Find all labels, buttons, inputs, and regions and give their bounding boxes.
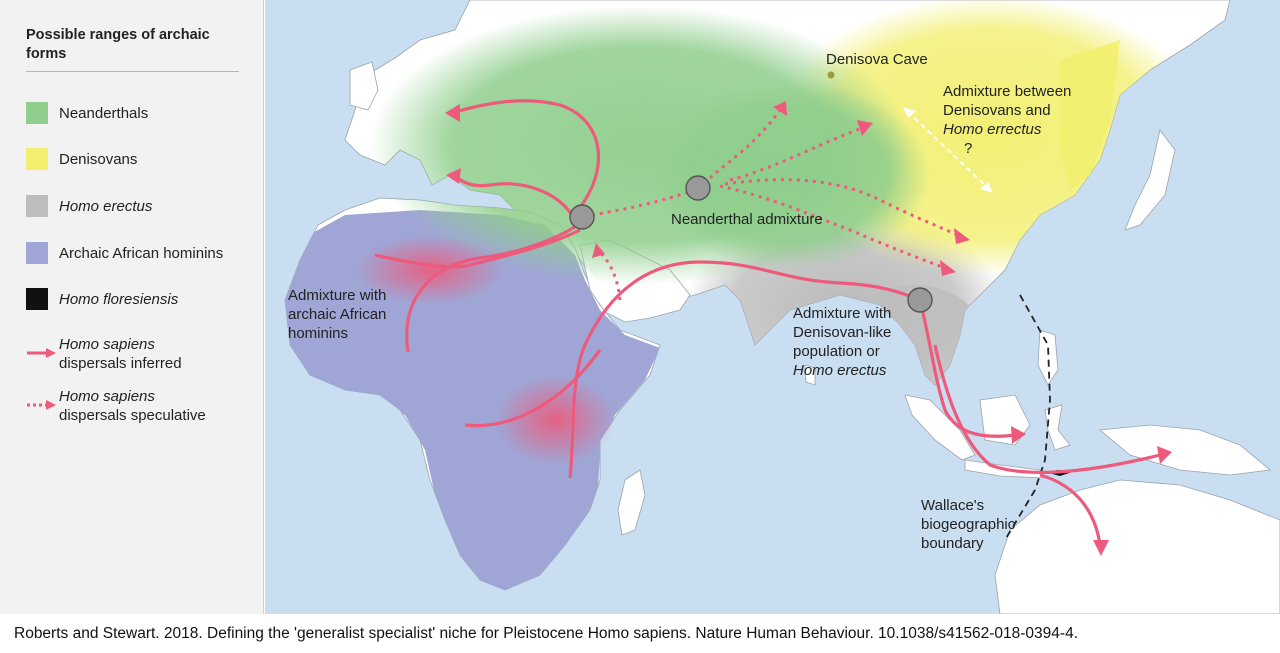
homo-floresiensis-swatch: [26, 288, 48, 310]
label-admix-denilike-3: population or: [793, 343, 880, 360]
arrowhead-australia: [1093, 540, 1109, 556]
dispersal-glow-sahara: [355, 235, 505, 305]
admixture-neanderthal: [685, 175, 711, 201]
label-admix-denilike-1: Admixture with: [793, 305, 891, 322]
label-admix-african-1: Admixture with: [288, 287, 386, 304]
denisova-cave-label: Denisova Cave: [826, 51, 928, 68]
dispersal-med: [454, 174, 574, 216]
denisovan-range-east: [1060, 40, 1120, 190]
label-wallace-3: boundary: [921, 535, 984, 552]
legend-divider: [26, 71, 239, 72]
archaic-african-swatch: [26, 242, 48, 264]
legend-item-neanderthals: Neanderthals: [26, 102, 260, 142]
arrowheads-inferred: [445, 104, 1172, 556]
label-admix-african-3: hominins: [288, 325, 348, 342]
solid-arrow-icon: [27, 348, 56, 358]
australia-landmass: [994, 479, 1280, 614]
neanderthal-range-east: [650, 80, 930, 270]
legend-label-wrap: Homo sapiens dispersals inferred: [59, 335, 182, 373]
label-admix-deni-4: ?: [964, 140, 972, 157]
label-admix-deni-3: Homo errectus: [943, 121, 1042, 138]
new-guinea-landmass: [1099, 424, 1271, 476]
label-admix-denilike-2: Denisovan-like: [793, 324, 891, 341]
archaic-african-range: [285, 210, 660, 590]
legend-label-italic: Homo sapiens: [59, 388, 155, 405]
sulawesi-landmass: [1044, 404, 1071, 451]
legend-label: dispersals inferred: [59, 355, 182, 372]
spec-northeast: [729, 126, 863, 182]
spec-southeast: [719, 184, 946, 270]
legend-label: dispersals speculative: [59, 407, 206, 424]
dispersal-east-africa-west: [464, 349, 602, 428]
label-admix-african-2: archaic African: [288, 306, 386, 323]
dispersal-sea-2: [933, 344, 1161, 475]
spec-levant-west: [591, 188, 696, 217]
figure-caption: Roberts and Stewart. 2018. Defining the …: [14, 625, 1078, 642]
label-admix-deni-1: Admixture between: [943, 83, 1071, 100]
admixture-points: [569, 175, 933, 313]
spec-east: [724, 178, 961, 238]
legend-item-dispersal-speculative: Homo sapiens dispersals speculative: [26, 388, 260, 435]
legend-label: Archaic African hominins: [59, 245, 224, 262]
dispersals-inferred: [374, 99, 1161, 546]
arrowhead-spec-north: [773, 101, 787, 116]
dotted-arrow-icon: [27, 400, 56, 410]
madagascar-landmass: [617, 469, 646, 536]
spec-north: [708, 109, 782, 180]
philippines-landmass: [1037, 329, 1059, 386]
arrowhead-spec-arabia: [592, 243, 605, 258]
migration-map: Denisova Cave Admixture between Denisova…: [265, 0, 1280, 614]
admixture-levant: [569, 204, 595, 230]
legend-item-homo-erectus: Homo erectus: [26, 195, 260, 235]
dispersal-west-africa-arc: [405, 213, 592, 353]
dispersal-north-arc: [374, 228, 581, 269]
dispersals-speculative: [591, 109, 961, 301]
dispersal-sea-1: [918, 299, 1016, 438]
britain-landmass: [349, 61, 379, 111]
dispersal-australia: [1039, 473, 1102, 546]
legend-label-wrap: Homo sapiens dispersals speculative: [59, 387, 206, 425]
label-wallace-2: biogeographic: [921, 516, 1016, 533]
label-wallace-1: Wallace's: [921, 497, 984, 514]
map-legend: Possible ranges of archaic forms Neander…: [0, 0, 264, 614]
spec-arabia-north: [598, 250, 622, 301]
label-neanderthal-admixture: Neanderthal admixture: [671, 211, 823, 228]
legend-label-italic: Homo sapiens: [59, 336, 155, 353]
legend-label: Homo floresiensis: [59, 291, 179, 308]
legend-title: Possible ranges of archaic forms: [26, 27, 210, 62]
sumatra-landmass: [904, 394, 976, 461]
arrowhead-med: [446, 168, 461, 184]
dispersal-glow-east-africa: [495, 375, 615, 465]
neanderthals-swatch: [26, 102, 48, 124]
arrowheads-speculative: [592, 101, 970, 276]
homo-erectus-swatch: [26, 195, 48, 217]
arrowhead-spec-northeast: [857, 120, 873, 136]
denisovan-erectus-arrow: [903, 107, 993, 193]
legend-item-dispersal-inferred: Homo sapiens dispersals inferred: [26, 336, 260, 383]
arrowhead-europe: [445, 104, 460, 122]
legend-item-homo-floresiensis: Homo floresiensis: [26, 288, 260, 328]
arrowhead-spec-southeast: [940, 260, 956, 276]
legend-item-denisovans: Denisovans: [26, 148, 260, 188]
legend-label: Denisovans: [59, 151, 138, 168]
arrowhead-spec-east: [954, 228, 970, 244]
admixture-southeast-asia: [907, 287, 933, 313]
dispersal-europe: [454, 99, 600, 211]
arrowhead-sea-2: [1157, 446, 1172, 464]
dispersal-arabia-south: [568, 260, 921, 479]
japan-landmass: [1124, 129, 1176, 231]
label-admix-deni-2: Denisovans and: [943, 102, 1051, 119]
legend-item-archaic-african: Archaic African hominins: [26, 242, 260, 282]
legend-label: Homo erectus: [59, 198, 153, 215]
denisova-cave-marker: [827, 71, 835, 79]
label-admix-denilike-4: Homo erectus: [793, 362, 887, 379]
legend-label: Neanderthals: [59, 105, 149, 122]
sri-lanka-landmass: [804, 364, 816, 386]
denisovans-swatch: [26, 148, 48, 170]
arrowhead-sea-1: [1011, 426, 1026, 444]
